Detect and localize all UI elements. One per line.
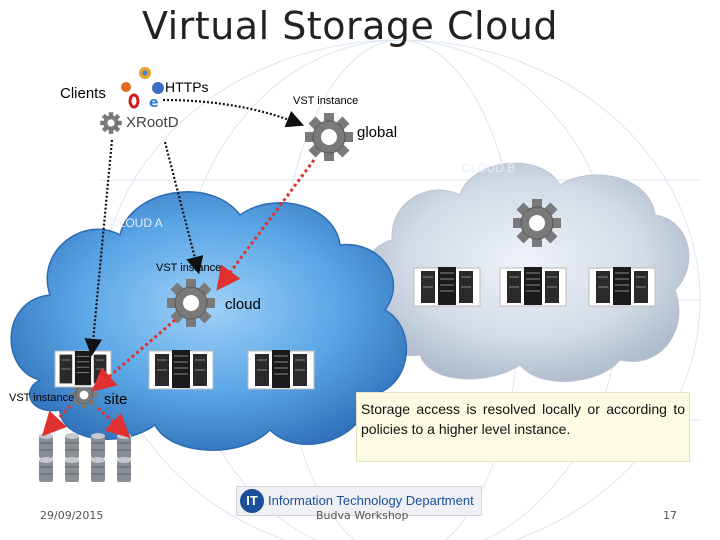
footer-page-number: 17 — [663, 509, 677, 522]
it-logo-text: Information Technology Department — [268, 493, 474, 508]
https-label: HTTPs — [165, 79, 209, 95]
global-label: global — [357, 124, 398, 141]
xrootd-label: XRootD — [126, 114, 179, 131]
vst-instance-cloud-label: VST instance — [156, 262, 222, 274]
site-label: site — [104, 391, 128, 408]
it-department-logo: IT Information Technology Department — [236, 486, 482, 516]
gear-icon-global — [304, 112, 354, 162]
it-logo-badge: IT — [240, 489, 264, 513]
browser-icons: e — [121, 67, 164, 111]
client-arrows — [84, 98, 305, 357]
clients-label: Clients — [60, 85, 106, 102]
server-rack-b1 — [413, 266, 481, 307]
cloud-b-label: CLOUD B — [462, 161, 516, 175]
note-box: Storage access is resolved locally or ac… — [356, 392, 690, 462]
redirect-arrows — [41, 159, 316, 439]
cloud-a-shape — [10, 191, 408, 451]
page-title: Virtual Storage Cloud — [141, 4, 559, 48]
footer-event: Budva Workshop — [316, 509, 409, 522]
xrootd-gear-icon — [99, 111, 123, 135]
cloud-label: cloud — [225, 296, 261, 313]
server-rack-b2 — [499, 266, 567, 307]
disk-stack-icons — [38, 432, 132, 483]
cloud-a-label: CLOUD A — [110, 216, 163, 230]
vst-instance-site-label: VST instance — [9, 392, 75, 404]
server-rack-a1 — [54, 350, 112, 388]
server-rack-a2 — [148, 349, 214, 390]
footer-date: 29/09/2015 — [40, 509, 104, 522]
gear-icon-cloud-b — [512, 198, 562, 248]
svg-text:e: e — [149, 95, 159, 111]
server-rack-b3 — [588, 266, 656, 307]
server-rack-a3 — [247, 349, 315, 390]
vst-instance-global-label: VST instance — [293, 95, 359, 107]
